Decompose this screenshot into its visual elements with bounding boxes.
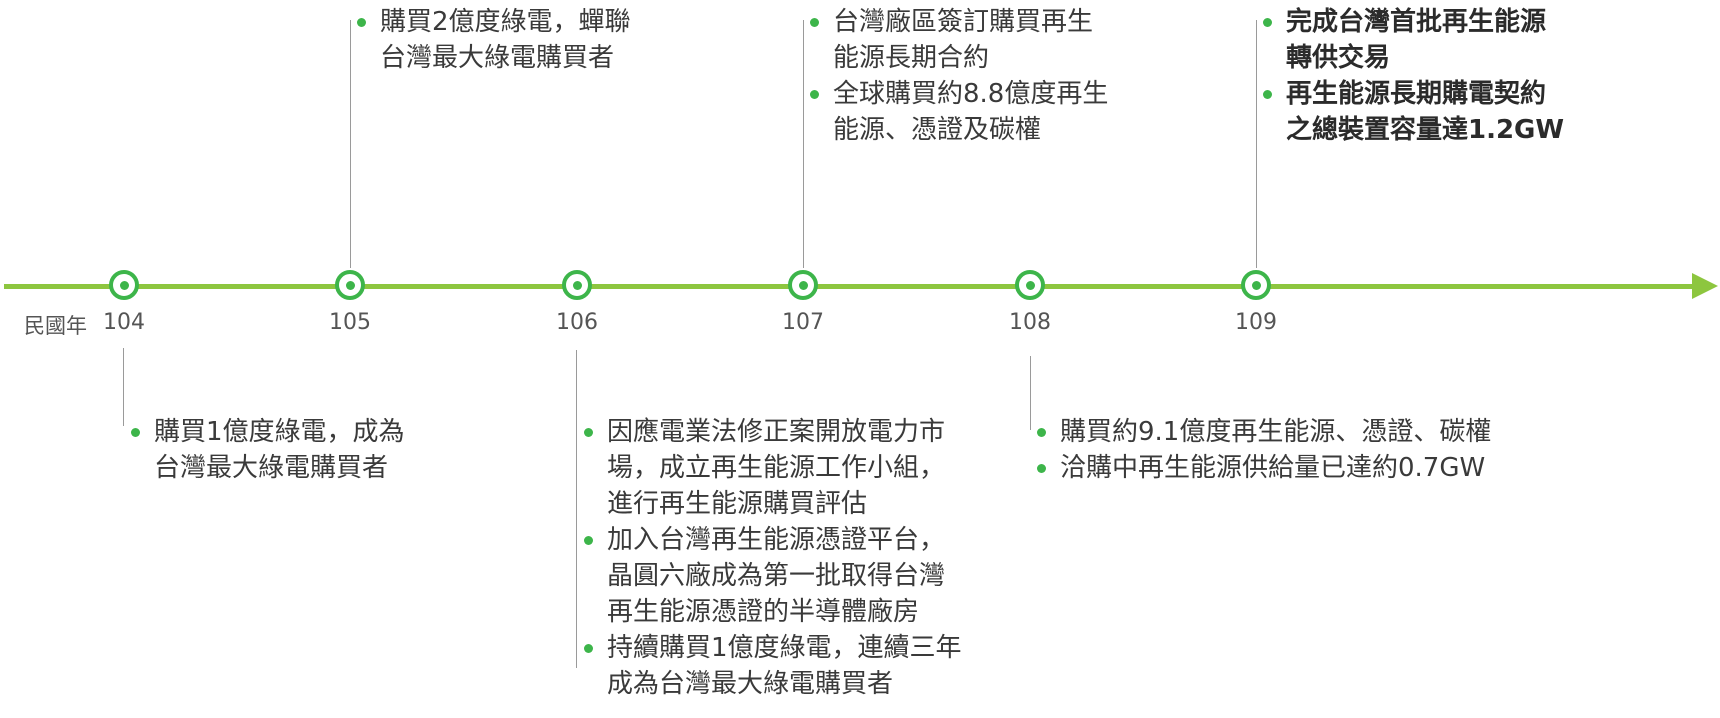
- connector-104: [123, 348, 124, 426]
- event-group-105: 購買2億度綠電，蟬聯 台灣最大綠電購買者: [356, 4, 631, 76]
- year-label-108: 108: [1009, 310, 1051, 335]
- timeline-event: 購買2億度綠電，蟬聯 台灣最大綠電購買者: [356, 4, 631, 76]
- connector-106: [576, 350, 577, 668]
- timeline-event: 加入台灣再生能源憑證平台， 晶圓六廠成為第一批取得台灣 再生能源憑證的半導體廠房: [583, 522, 962, 630]
- bullet-icon: [1263, 18, 1272, 27]
- bullet-icon: [810, 18, 819, 27]
- event-text: 購買約9.1億度再生能源、憑證、碳權: [1060, 417, 1492, 447]
- timeline-event: 洽購中再生能源供給量已達約0.7GW: [1036, 450, 1491, 486]
- bullet-icon: [584, 428, 593, 437]
- event-text: 全球購買約8.8億度再生 能源、憑證及碳權: [833, 79, 1109, 145]
- connector-107: [803, 20, 804, 268]
- bullet-icon: [1037, 428, 1046, 437]
- node-dot-icon: [1251, 280, 1261, 290]
- event-text: 洽購中再生能源供給量已達約0.7GW: [1060, 453, 1486, 483]
- bullet-icon: [810, 90, 819, 99]
- event-text: 購買1億度綠電，成為 台灣最大綠電購買者: [154, 417, 405, 483]
- node-dot-icon: [119, 280, 129, 290]
- timeline-node-109: [1241, 270, 1271, 300]
- node-dot-icon: [572, 280, 582, 290]
- timeline-node-104: [109, 270, 139, 300]
- event-group-109: 完成台灣首批再生能源 轉供交易 再生能源長期購電契約 之總裝置容量達1.2GW: [1262, 4, 1564, 148]
- year-label-106: 106: [556, 310, 598, 335]
- bullet-icon: [584, 536, 593, 545]
- event-text: 再生能源長期購電契約 之總裝置容量達1.2GW: [1286, 79, 1565, 145]
- event-text: 完成台灣首批再生能源 轉供交易: [1286, 7, 1547, 73]
- timeline-event: 因應電業法修正案開放電力市 場，成立再生能源工作小組， 進行再生能源購買評估: [583, 414, 962, 522]
- event-group-104: 購買1億度綠電，成為 台灣最大綠電購買者: [130, 414, 405, 486]
- timeline-axis: [4, 284, 1694, 289]
- event-text: 台灣廠區簽訂購買再生 能源長期合約: [833, 7, 1094, 73]
- event-group-107: 台灣廠區簽訂購買再生 能源長期合約 全球購買約8.8億度再生 能源、憑證及碳權: [809, 4, 1108, 148]
- node-dot-icon: [798, 280, 808, 290]
- timeline-event: 再生能源長期購電契約 之總裝置容量達1.2GW: [1262, 76, 1564, 148]
- connector-105: [350, 20, 351, 268]
- bullet-icon: [584, 644, 593, 653]
- axis-arrow-icon: [1692, 273, 1718, 299]
- event-text: 因應電業法修正案開放電力市 場，成立再生能源工作小組， 進行再生能源購買評估: [607, 417, 946, 519]
- bullet-icon: [1037, 464, 1046, 473]
- node-dot-icon: [345, 280, 355, 290]
- timeline-event: 購買約9.1億度再生能源、憑證、碳權: [1036, 414, 1491, 450]
- event-group-106: 因應電業法修正案開放電力市 場，成立再生能源工作小組， 進行再生能源購買評估 加…: [583, 414, 962, 702]
- year-label-104: 104: [103, 310, 145, 335]
- year-label-107: 107: [782, 310, 824, 335]
- timeline-event: 台灣廠區簽訂購買再生 能源長期合約: [809, 4, 1108, 76]
- timeline-node-106: [562, 270, 592, 300]
- bullet-icon: [131, 428, 140, 437]
- timeline-node-105: [335, 270, 365, 300]
- year-label-105: 105: [329, 310, 371, 335]
- event-text: 加入台灣再生能源憑證平台， 晶圓六廠成為第一批取得台灣 再生能源憑證的半導體廠房: [607, 525, 946, 627]
- bullet-icon: [1263, 90, 1272, 99]
- event-text: 持續購買1億度綠電，連續三年 成為台灣最大綠電購買者: [607, 633, 962, 699]
- bullet-icon: [357, 18, 366, 27]
- connector-108: [1030, 356, 1031, 430]
- timeline-event: 全球購買約8.8億度再生 能源、憑證及碳權: [809, 76, 1108, 148]
- timeline-event: 持續購買1億度綠電，連續三年 成為台灣最大綠電購買者: [583, 630, 962, 702]
- node-dot-icon: [1025, 280, 1035, 290]
- connector-109: [1256, 20, 1257, 268]
- timeline-event: 購買1億度綠電，成為 台灣最大綠電購買者: [130, 414, 405, 486]
- event-text: 購買2億度綠電，蟬聯 台灣最大綠電購買者: [380, 7, 631, 73]
- timeline-node-108: [1015, 270, 1045, 300]
- event-group-108: 購買約9.1億度再生能源、憑證、碳權 洽購中再生能源供給量已達約0.7GW: [1036, 414, 1491, 486]
- year-label-109: 109: [1235, 310, 1277, 335]
- timeline-event: 完成台灣首批再生能源 轉供交易: [1262, 4, 1564, 76]
- axis-title: 民國年: [24, 314, 87, 338]
- timeline-node-107: [788, 270, 818, 300]
